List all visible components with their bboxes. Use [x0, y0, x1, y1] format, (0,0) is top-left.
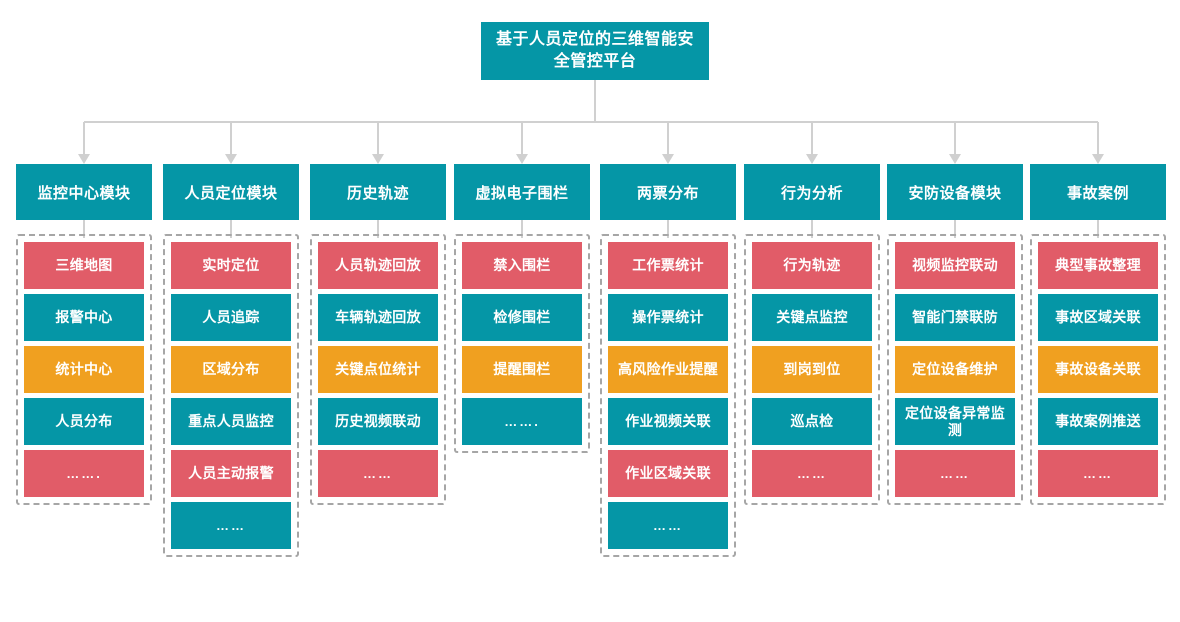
feature-group-accident-case: 典型事故整理事故区域关联事故设备关联事故案例推送 ……: [1030, 234, 1166, 505]
module-header-virtual-e-fence[interactable]: 虚拟电子围栏: [454, 164, 590, 220]
feature-item[interactable]: 行为轨迹: [752, 242, 872, 289]
feature-item[interactable]: 检修围栏: [462, 294, 582, 341]
feature-item[interactable]: ……: [1038, 450, 1158, 497]
feature-item[interactable]: 人员分布: [24, 398, 144, 445]
feature-group-personnel-positioning: 实时定位人员追踪区域分布重点人员监控人员主动报警 ……: [163, 234, 299, 557]
feature-item[interactable]: 智能门禁联防: [895, 294, 1015, 341]
module-column-two-ticket-distribution: 两票分布工作票统计操作票统计高风险作业提醒作业视频关联作业区域关联 ……: [600, 164, 736, 557]
feature-item[interactable]: 事故区域关联: [1038, 294, 1158, 341]
feature-item[interactable]: 统计中心: [24, 346, 144, 393]
feature-item[interactable]: 三维地图: [24, 242, 144, 289]
feature-item[interactable]: 事故案例推送: [1038, 398, 1158, 445]
feature-item[interactable]: 重点人员监控: [171, 398, 291, 445]
module-column-history-track: 历史轨迹人员轨迹回放车辆轨迹回放关键点位统计历史视频联动 ……: [310, 164, 446, 505]
feature-item[interactable]: 区域分布: [171, 346, 291, 393]
feature-item[interactable]: 实时定位: [171, 242, 291, 289]
feature-group-security-device: 视频监控联动智能门禁联防定位设备维护定位设备异常监测 ……: [887, 234, 1023, 505]
feature-item[interactable]: 作业区域关联: [608, 450, 728, 497]
module-column-security-device: 安防设备模块视频监控联动智能门禁联防定位设备维护定位设备异常监测 ……: [887, 164, 1023, 505]
feature-item[interactable]: 操作票统计: [608, 294, 728, 341]
feature-item[interactable]: 定位设备异常监测: [895, 398, 1015, 445]
module-column-behavior-analysis: 行为分析行为轨迹关键点监控到岗到位巡点检 ……: [744, 164, 880, 505]
module-column-accident-case: 事故案例典型事故整理事故区域关联事故设备关联事故案例推送 ……: [1030, 164, 1166, 505]
feature-item[interactable]: 提醒围栏: [462, 346, 582, 393]
feature-item[interactable]: 巡点检: [752, 398, 872, 445]
feature-item[interactable]: 关键点监控: [752, 294, 872, 341]
feature-item[interactable]: 人员主动报警: [171, 450, 291, 497]
feature-item[interactable]: ……: [318, 450, 438, 497]
feature-group-monitor-center: 三维地图报警中心统计中心人员分布 …….: [16, 234, 152, 505]
feature-item[interactable]: ……: [752, 450, 872, 497]
feature-group-virtual-e-fence: 禁入围栏检修围栏提醒围栏 …….: [454, 234, 590, 453]
feature-item[interactable]: 定位设备维护: [895, 346, 1015, 393]
feature-item[interactable]: 禁入围栏: [462, 242, 582, 289]
feature-group-behavior-analysis: 行为轨迹关键点监控到岗到位巡点检 ……: [744, 234, 880, 505]
feature-item[interactable]: 报警中心: [24, 294, 144, 341]
feature-item[interactable]: 到岗到位: [752, 346, 872, 393]
feature-item[interactable]: ……: [895, 450, 1015, 497]
feature-item[interactable]: 作业视频关联: [608, 398, 728, 445]
page-title: 基于人员定位的三维智能安全管控平台: [481, 22, 709, 80]
feature-item[interactable]: 高风险作业提醒: [608, 346, 728, 393]
feature-item[interactable]: 关键点位统计: [318, 346, 438, 393]
module-header-two-ticket-distribution[interactable]: 两票分布: [600, 164, 736, 220]
feature-item[interactable]: 典型事故整理: [1038, 242, 1158, 289]
feature-item[interactable]: 视频监控联动: [895, 242, 1015, 289]
feature-item[interactable]: 历史视频联动: [318, 398, 438, 445]
module-column-monitor-center: 监控中心模块三维地图报警中心统计中心人员分布 …….: [16, 164, 152, 505]
feature-group-two-ticket-distribution: 工作票统计操作票统计高风险作业提醒作业视频关联作业区域关联 ……: [600, 234, 736, 557]
feature-item[interactable]: 人员轨迹回放: [318, 242, 438, 289]
feature-item[interactable]: ……: [608, 502, 728, 549]
module-column-virtual-e-fence: 虚拟电子围栏禁入围栏检修围栏提醒围栏 …….: [454, 164, 590, 453]
module-header-monitor-center[interactable]: 监控中心模块: [16, 164, 152, 220]
feature-item[interactable]: ……: [171, 502, 291, 549]
feature-item[interactable]: 工作票统计: [608, 242, 728, 289]
module-header-accident-case[interactable]: 事故案例: [1030, 164, 1166, 220]
module-header-behavior-analysis[interactable]: 行为分析: [744, 164, 880, 220]
module-column-personnel-positioning: 人员定位模块实时定位人员追踪区域分布重点人员监控人员主动报警 ……: [163, 164, 299, 557]
feature-item[interactable]: 事故设备关联: [1038, 346, 1158, 393]
module-header-history-track[interactable]: 历史轨迹: [310, 164, 446, 220]
feature-item[interactable]: 车辆轨迹回放: [318, 294, 438, 341]
feature-item[interactable]: …….: [462, 398, 582, 445]
module-header-security-device[interactable]: 安防设备模块: [887, 164, 1023, 220]
feature-item[interactable]: …….: [24, 450, 144, 497]
module-header-personnel-positioning[interactable]: 人员定位模块: [163, 164, 299, 220]
feature-group-history-track: 人员轨迹回放车辆轨迹回放关键点位统计历史视频联动 ……: [310, 234, 446, 505]
feature-item[interactable]: 人员追踪: [171, 294, 291, 341]
